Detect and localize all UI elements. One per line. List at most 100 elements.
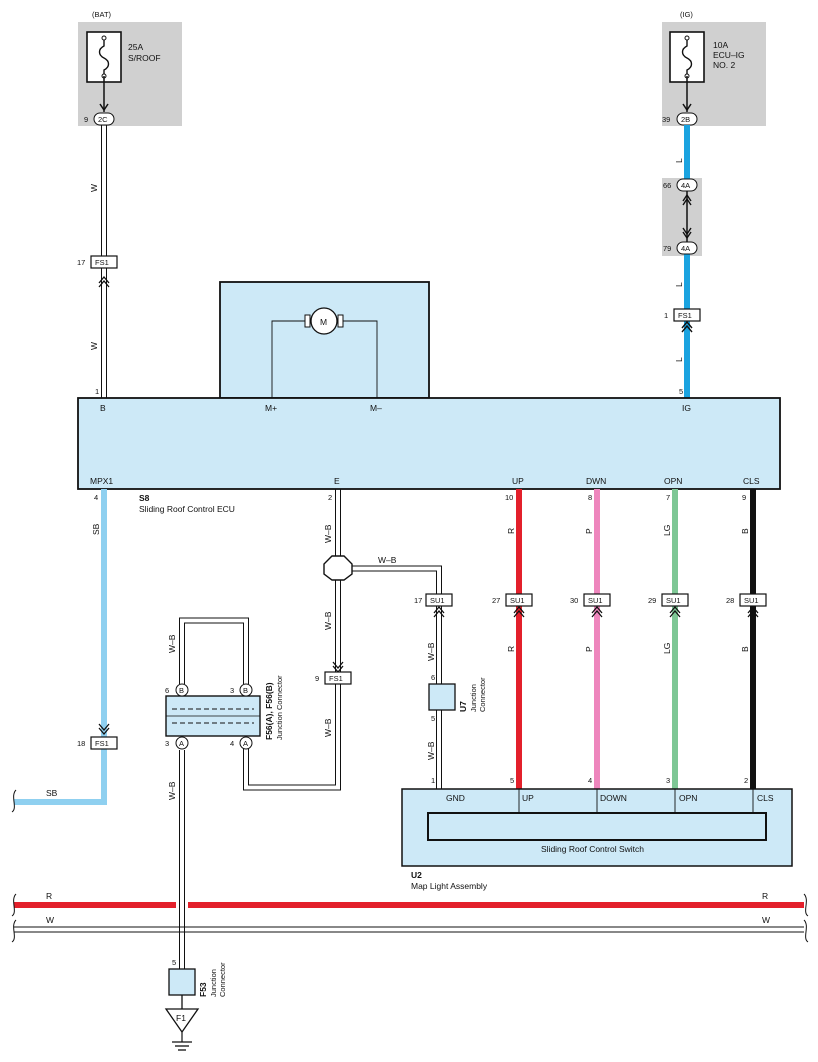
conn-4a-bot <box>676 241 698 255</box>
wire-label-wb: W–B <box>167 634 177 653</box>
conn-4a-pin-bot: 79 <box>663 244 671 253</box>
wire-label-l: L <box>674 282 684 287</box>
switch-pin-label: UP <box>522 793 534 803</box>
wire-label-wb: W–B <box>323 718 333 737</box>
ecu-pin-label: MPX1 <box>90 476 113 486</box>
f56-title: F56(A), F56(B) <box>264 682 274 740</box>
u7-pin: 5 <box>431 714 435 723</box>
su1-label: SU1 <box>744 596 759 605</box>
wire-label-b: B <box>740 528 750 534</box>
fuse-bat-source: (BAT) <box>92 10 112 19</box>
f53-id: F53 <box>198 982 208 997</box>
motor-icon <box>310 307 338 335</box>
fs1-label: FS1 <box>678 311 692 320</box>
wire-label-w: W <box>89 342 99 350</box>
fuse-ig-name2: NO. 2 <box>713 60 735 70</box>
su1-label: SU1 <box>510 596 525 605</box>
conn-4a-label: 4A <box>681 244 690 253</box>
wire-label-sb: SB <box>91 523 101 535</box>
ecu-pin-label: E <box>334 476 340 486</box>
motor-label: M <box>320 317 327 327</box>
su1-connector <box>661 593 689 607</box>
conn-2c <box>93 112 115 126</box>
switch-pin-label: GND <box>446 793 465 803</box>
conn-2b-pin: 39 <box>662 115 670 124</box>
switch-pin-num: 2 <box>744 776 748 785</box>
u7-id: U7 <box>458 701 468 712</box>
ecu-id: S8 <box>139 493 150 503</box>
f53-line1: Junction <box>209 969 218 997</box>
ecu-pin-label: OPN <box>664 476 682 486</box>
conn-2b-label: 2B <box>681 115 690 124</box>
ecu-pin-num: 8 <box>588 493 592 502</box>
wire-label-wb: W–B <box>167 781 177 800</box>
fuse-bat-name: S/ROOF <box>128 53 161 63</box>
switch-id: U2 <box>411 870 422 880</box>
wire-label-w: W <box>89 184 99 192</box>
ecu-pin-num: 2 <box>328 493 332 502</box>
wire-label-wb: W–B <box>323 524 333 543</box>
bus-label-sb: SB <box>46 788 58 798</box>
conn-2c-label: 2C <box>98 115 108 124</box>
fuse-bat-group: (BAT) 25A S/ROOF 2C 9 <box>78 10 182 126</box>
ecu-pin-num: 9 <box>742 493 746 502</box>
fuse-ig-group: (IG) 10A ECU–IG NO. 2 2B 39 <box>662 10 766 126</box>
f56-letter-a: A <box>179 739 184 748</box>
ecu-pin-num: 5 <box>679 387 683 396</box>
junction-f56: B B A A 6 3 3 4 F56(A), F56(B) Junction … <box>165 675 284 750</box>
ecu-pin-label: M+ <box>265 403 277 413</box>
fs1-e-group: FS1 9 <box>315 661 352 685</box>
wire-l-ig: L L L 4A 66 4A 79 FS1 1 <box>663 125 701 398</box>
f53-line2: Connector <box>218 962 227 997</box>
ground-name: F1 <box>176 1013 186 1023</box>
fs1-pin: 9 <box>315 674 319 683</box>
wire-label-r: R <box>506 528 516 534</box>
f56-letter-a: A <box>243 739 248 748</box>
f56-pin: 3 <box>230 686 234 695</box>
switch-group: 1 GND 5 UP 4 DOWN 3 OPN 2 CLS Sliding Ro… <box>401 776 793 891</box>
ecu-box <box>77 397 781 490</box>
su1-pin: 27 <box>492 596 500 605</box>
fs1-label: FS1 <box>95 258 109 267</box>
f56-letter-b: B <box>243 686 248 695</box>
conn-4a-label: 4A <box>681 181 690 190</box>
ecu-pin-label: CLS <box>743 476 760 486</box>
f56-pin: 6 <box>165 686 169 695</box>
f56-pin: 3 <box>165 739 169 748</box>
bus-label-w: W <box>762 915 770 925</box>
fs1-connector <box>90 736 118 750</box>
conn-2c-pin: 9 <box>84 115 88 124</box>
fuse-ig-rating: 10A <box>713 40 728 50</box>
wire-sb: SB SB FS1 18 <box>11 489 118 813</box>
fs1-label: FS1 <box>95 739 109 748</box>
su1-pin: 28 <box>726 596 734 605</box>
su1-connector <box>739 593 767 607</box>
su1-label: SU1 <box>588 596 603 605</box>
u7-line2: Connector <box>478 677 487 712</box>
ecu-pin-num: 7 <box>666 493 670 502</box>
ecu-pin-num: 4 <box>94 493 98 502</box>
fuse-icon <box>669 31 705 83</box>
fuse-bat-rating: 25A <box>128 42 143 52</box>
wire-label-b: B <box>740 646 750 652</box>
su1-pin: 29 <box>648 596 656 605</box>
fs1-pin: 17 <box>77 258 85 267</box>
su1-pin: 30 <box>570 596 578 605</box>
switch-pin-num: 5 <box>510 776 514 785</box>
u7-line1: Junction <box>469 684 478 712</box>
wire-label-wb: W–B <box>426 642 436 661</box>
ecu-pin-label: B <box>100 403 106 413</box>
wire-wb <box>179 489 442 969</box>
wire-label-wb: W–B <box>323 611 333 630</box>
ground-icon <box>172 1041 192 1051</box>
f56-subtitle: Junction Connector <box>275 675 284 740</box>
ecu-pin-label: IG <box>682 403 691 413</box>
switch-pin-label: CLS <box>757 793 774 803</box>
ecu-pin-label: UP <box>512 476 524 486</box>
su1-connector <box>425 593 453 607</box>
fs1-connector <box>324 671 352 685</box>
wire-label-lg: LG <box>662 643 672 654</box>
su1-connector <box>583 593 611 607</box>
wire-label-p: P <box>584 528 594 534</box>
ecu-pin-label: DWN <box>586 476 606 486</box>
